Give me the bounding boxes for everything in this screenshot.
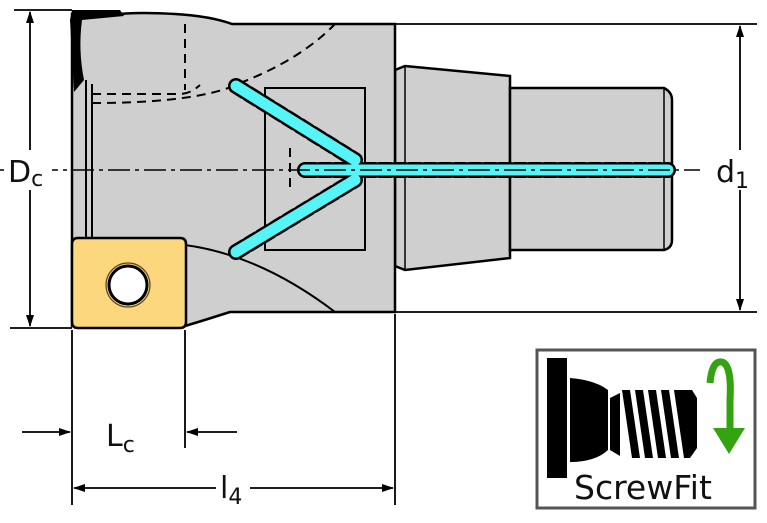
dimension-label-l4: l4 — [220, 471, 242, 510]
dimension-label-dc: Dc — [8, 155, 43, 192]
dimension-label-d1: d1 — [716, 155, 749, 194]
insert — [70, 236, 188, 330]
body-edge-chamfer — [70, 10, 124, 92]
dimension-label-lc: Lc — [106, 419, 135, 458]
screwfit-logo-text: ScrewFit — [574, 468, 712, 507]
insert-screw-hole — [107, 264, 149, 306]
screwfit-logo: ScrewFit — [535, 348, 757, 510]
